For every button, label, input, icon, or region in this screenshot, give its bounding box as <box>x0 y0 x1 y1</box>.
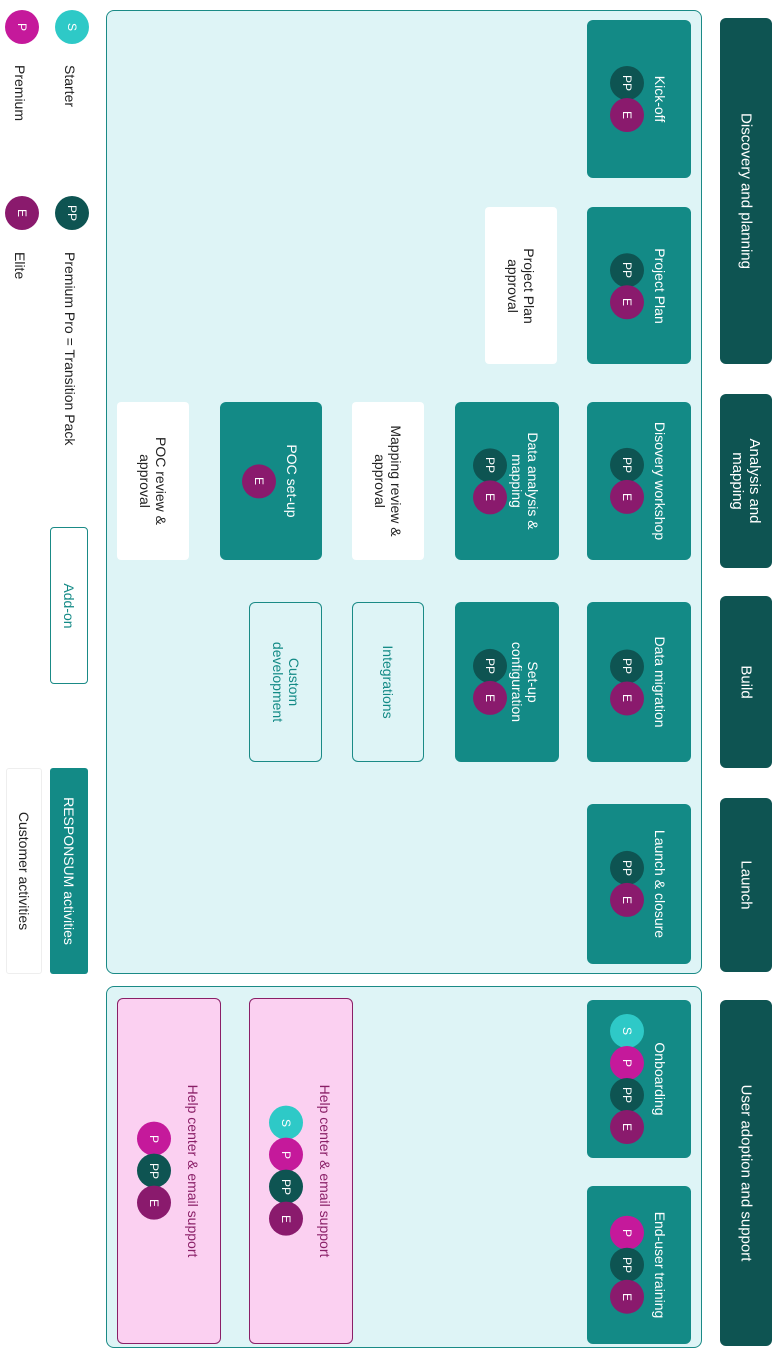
custom-dev-line1: Custom <box>285 657 302 707</box>
legend-premium-pro-badge: PP <box>55 196 89 230</box>
premium-pro-badge: PP <box>610 851 644 885</box>
elite-badge: E <box>610 1110 644 1144</box>
phase-user-adoption-label: User adoption and support <box>737 1084 755 1262</box>
project-plan-approval-line1: Project Plan <box>521 247 537 324</box>
addon-integrations: Integrations <box>352 602 424 762</box>
starter-badge: S <box>269 1105 303 1140</box>
legend-starter-label: Starter <box>62 65 78 108</box>
premium-pro-badge: PP <box>610 1078 644 1112</box>
legend-premium-pro-label: Premium Pro = Transition Pack <box>62 252 78 446</box>
poc-review-line1: POC review & <box>153 437 169 525</box>
premium-pro-badge: PP <box>610 648 644 683</box>
legend-addon-label: Add-on <box>61 582 77 629</box>
data-analysis-line2: mapping <box>509 454 525 508</box>
legend-customer-box: Customer activities <box>6 768 42 974</box>
activity-end-user-training: End-user training P PP E <box>587 1186 691 1344</box>
phase-launch: Launch <box>720 798 772 972</box>
elite-badge: E <box>610 1280 644 1314</box>
mapping-review-line1: Mapping review & <box>388 425 404 537</box>
premium-pro-badge: PP <box>610 447 644 482</box>
mapping-review-line2: approval <box>372 454 388 508</box>
activity-poc-setup: POC set-up E <box>220 402 322 560</box>
activity-project-plan: Project Plan PP E <box>587 207 691 364</box>
customer-poc-review: POC review & approval <box>117 402 189 560</box>
customer-project-plan-approval: Project Plan approval <box>485 207 557 364</box>
kickoff-label: Kick-off <box>652 75 668 123</box>
elite-badge: E <box>610 479 644 514</box>
phase-analysis-label-line1: Analysis and <box>746 438 763 524</box>
poc-review-line2: approval <box>137 454 153 508</box>
elite-badge: E <box>610 680 644 715</box>
legend-premium-badge: P <box>5 10 39 44</box>
phase-build: Build <box>720 596 772 768</box>
elite-badge: E <box>137 1185 171 1220</box>
addon-custom-development: Custom development <box>249 602 322 762</box>
help-center-email-support-all: Help center & email support S P PP E <box>249 998 353 1344</box>
premium-pro-badge: PP <box>137 1153 171 1188</box>
legend-premium-label: Premium <box>12 65 28 122</box>
activity-kickoff: Kick-off PP E <box>587 20 691 178</box>
activity-data-analysis: Data analysis & mapping PP E <box>455 402 559 560</box>
legend-addon-box: Add-on <box>50 527 88 684</box>
onboarding-label: Onboarding <box>652 1042 668 1116</box>
poc-setup-label: POC set-up <box>284 444 300 518</box>
elite-badge: E <box>473 680 507 715</box>
legend-elite-badge: E <box>5 196 39 230</box>
customer-mapping-review: Mapping review & approval <box>352 402 424 560</box>
activity-launch-closure: Launch & closure PP E <box>587 804 691 964</box>
starter-badge: S <box>610 1014 644 1048</box>
phase-launch-label: Launch <box>737 860 755 910</box>
setup-config-line1: Set-up <box>525 661 541 703</box>
activity-discovery-workshop: Disovery workshop PP E <box>587 402 691 560</box>
discovery-workshop-label: Disovery workshop <box>652 421 668 541</box>
legend-elite-label: Elite <box>12 252 28 280</box>
activity-data-migration: Data migration PP E <box>587 602 691 762</box>
elite-badge: E <box>269 1201 303 1236</box>
premium-badge: P <box>137 1121 171 1156</box>
premium-pro-badge: PP <box>473 448 507 482</box>
legend-responsum-box: RESPONSUM activities <box>50 768 88 974</box>
phase-discovery-planning: Discovery and planning <box>720 18 772 364</box>
premium-pro-badge: PP <box>610 252 644 287</box>
project-plan-approval-line2: approval <box>505 258 521 313</box>
elite-badge: E <box>473 480 507 514</box>
premium-badge: P <box>610 1046 644 1080</box>
phase-discovery-label: Discovery and planning <box>737 113 755 269</box>
activity-onboarding: Onboarding S P PP E <box>587 1000 691 1158</box>
integrations-label: Integrations <box>380 645 396 719</box>
phase-build-label: Build <box>737 665 755 699</box>
legend-starter-badge: S <box>55 10 89 44</box>
elite-badge: E <box>610 883 644 917</box>
launch-closure-label: Launch & closure <box>652 829 668 939</box>
premium-pro-badge: PP <box>269 1169 303 1204</box>
premium-badge: P <box>610 1216 644 1250</box>
legend-responsum-label: RESPONSUM activities <box>61 797 77 945</box>
premium-pro-badge: PP <box>473 648 507 683</box>
end-user-training-label: End-user training <box>652 1211 668 1319</box>
premium-pro-badge: PP <box>610 1248 644 1282</box>
project-plan-label: Project Plan <box>652 247 668 324</box>
elite-badge: E <box>610 284 644 319</box>
phase-analysis-mapping: Analysis and mapping <box>720 394 772 568</box>
setup-config-line2: configuration <box>509 641 525 723</box>
elite-badge: E <box>242 463 276 498</box>
help-center-2-label: Help center & email support <box>185 1084 201 1258</box>
data-analysis-line1: Data analysis & <box>525 432 541 530</box>
data-migration-label: Data migration <box>652 636 668 728</box>
help-center-1-label: Help center & email support <box>317 1084 333 1258</box>
activity-setup-configuration: Set-up configuration PP E <box>455 602 559 762</box>
legend-customer-label: Customer activities <box>16 811 32 931</box>
premium-pro-badge: PP <box>610 66 644 100</box>
phase-analysis-label-line2: mapping <box>729 452 746 510</box>
phase-user-adoption: User adoption and support <box>720 1000 772 1346</box>
help-center-email-support-premium: Help center & email support P PP E <box>117 998 221 1344</box>
elite-badge: E <box>610 98 644 132</box>
custom-dev-line2: development <box>269 641 286 723</box>
premium-badge: P <box>269 1137 303 1172</box>
